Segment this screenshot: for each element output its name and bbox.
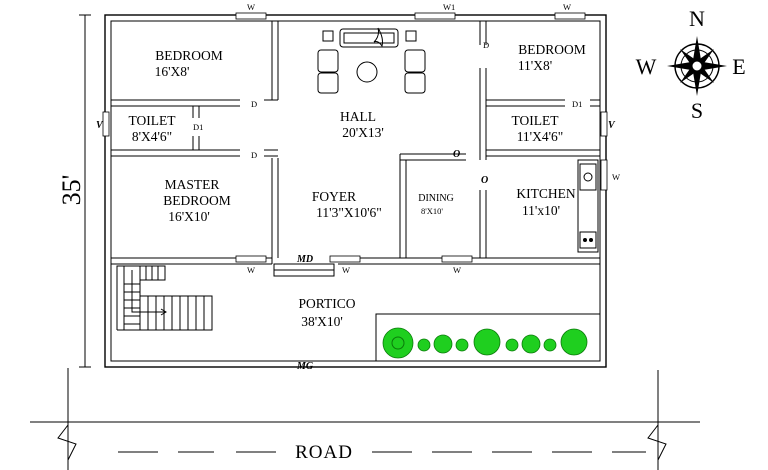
dimension-label: 35': [57, 175, 86, 206]
window-label: W: [247, 2, 255, 12]
main-door-steps: [271, 250, 335, 277]
door-label-d1: D1: [572, 99, 582, 109]
compass-w: W: [636, 54, 657, 79]
room-name-toilet-right: TOILET: [512, 113, 560, 128]
room-name-kitchen: KITCHEN: [516, 186, 575, 201]
main-door-label: MD: [296, 254, 313, 265]
room-name-bedroom-left: BEDROOM: [155, 48, 223, 63]
room-labels: BEDROOM 16'X8' TOILET 8'X4'6" MASTER BED…: [129, 42, 586, 329]
kitchen-counter: [577, 159, 599, 253]
room-name-hall: HALL: [340, 109, 376, 124]
compass-rose: N S E W: [636, 6, 746, 123]
window-label: W: [247, 265, 255, 275]
room-size-dining: 8'X10': [421, 206, 443, 216]
door-label: D: [251, 150, 257, 160]
room-size-toilet-right: 11'X4'6": [517, 129, 564, 144]
staircase: [116, 265, 213, 331]
room-size-toilet-left: 8'X4'6": [132, 129, 172, 144]
room-size-foyer: 11'3"X10'6": [316, 205, 382, 220]
windows: [102, 12, 608, 263]
ventilator-label: V: [608, 120, 616, 131]
door-label-d1: D1: [193, 122, 203, 132]
compass-s: S: [691, 98, 703, 123]
road: ROAD: [30, 368, 700, 470]
door-label: D: [483, 40, 489, 50]
opening-labels: W W1 W W W W W D D D D1 D1 V V O O MD MG: [96, 2, 620, 372]
room-name-portico: PORTICO: [299, 296, 356, 311]
compass-e: E: [732, 54, 745, 79]
room-size-portico: 38'X10': [301, 314, 343, 329]
garden-planter: [375, 313, 601, 362]
room-name-foyer: FOYER: [312, 189, 356, 204]
opening-label-o: O: [481, 175, 488, 186]
dimension-35: 35': [57, 14, 91, 368]
compass-n: N: [689, 6, 705, 31]
door-label: D: [251, 99, 257, 109]
ventilator-label: V: [96, 120, 104, 131]
window-label: W: [612, 172, 620, 182]
window-label-w1: W1: [443, 2, 455, 12]
window-label: W: [453, 265, 461, 275]
window-label: W: [563, 2, 571, 12]
room-name-master-line2: BEDROOM: [163, 193, 231, 208]
opening-label-o: O: [453, 149, 460, 160]
room-name-toilet-left: TOILET: [129, 113, 177, 128]
room-name-dining: DINING: [418, 193, 454, 204]
room-name-bedroom-right: BEDROOM: [518, 42, 586, 57]
room-size-kitchen: 11'x10': [522, 203, 560, 218]
room-size-master-bedroom: 16'X10': [168, 209, 210, 224]
room-name-master-line1: MASTER: [165, 177, 220, 192]
room-size-hall: 20'X13': [342, 125, 384, 140]
road-label: ROAD: [295, 442, 353, 463]
main-gate-label: MG: [296, 361, 314, 372]
room-size-bedroom-left: 16'X8': [155, 64, 190, 79]
sofa-set: [317, 27, 426, 94]
window-label: W: [342, 265, 350, 275]
room-size-bedroom-right: 11'X8': [518, 58, 552, 73]
